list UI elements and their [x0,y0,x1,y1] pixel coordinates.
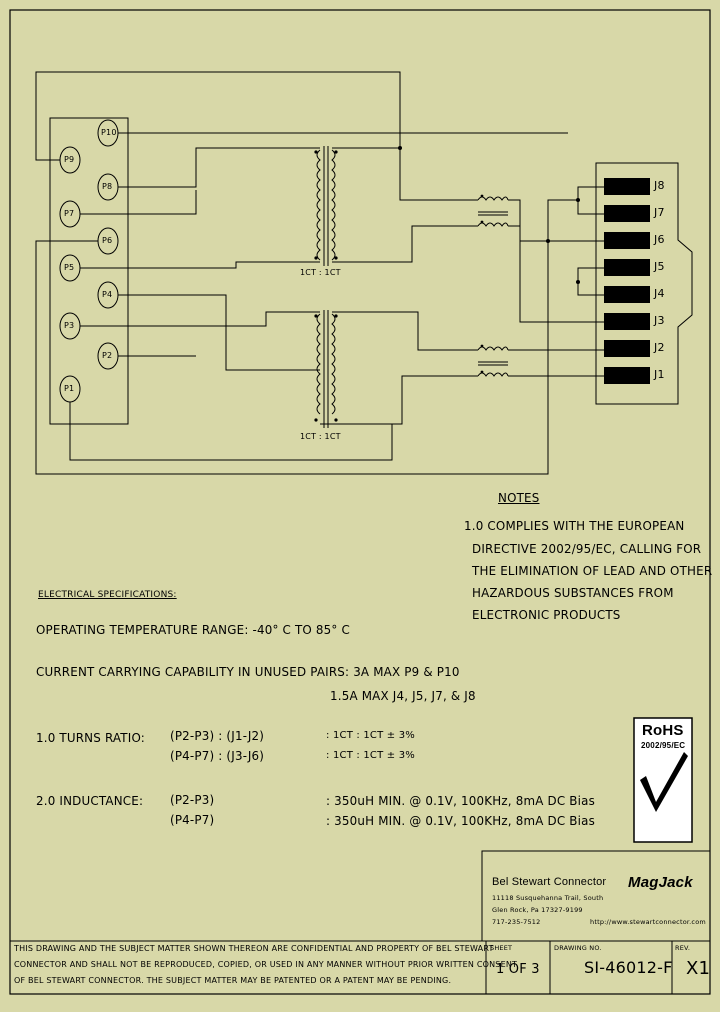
junction-dots [314,146,580,422]
jack-label: J4 [654,287,665,300]
operating-temp: OPERATING TEMPERATURE RANGE: -40° C TO 8… [36,622,351,637]
turns-pair: (P2-P3) : (J1-J2) [170,728,265,743]
inductance-pair: (P4-P7) [170,812,215,827]
common-mode-chokes [477,196,509,377]
drawing-number-label: DRAWING NO. [554,944,602,952]
notes-line: THE ELIMINATION OF LEAD AND OTHER [472,563,713,578]
brand-logo: MagJack [628,874,693,891]
rohs-title: RoHS [642,722,684,739]
pin-label: P10 [101,128,117,137]
drawing-border [9,9,711,995]
confidential-notice: OF BEL STEWART CONNECTOR. THE SUBJECT MA… [14,976,452,985]
contact-j1 [604,367,650,384]
left-connector-body [49,117,129,425]
contact-j2 [604,340,650,357]
wiring [35,71,604,475]
sheet-label: SHEET [490,944,513,952]
pin-label: P6 [102,236,113,245]
turns-ratio-label: 1.0 TURNS RATIO: [36,730,145,745]
notes-title: NOTES [498,490,540,505]
confidential-notice: CONNECTOR AND SHALL NOT BE REPRODUCED, C… [14,960,518,969]
pin-label: P4 [102,290,113,299]
rohs-checkmark [640,752,688,812]
transformer-lower [316,310,336,428]
transformer-ratio-label: 1CT : 1CT [300,268,341,277]
contact-j3 [604,313,650,330]
notes-line: 1.0 COMPLIES WITH THE EUROPEAN [464,518,685,533]
pin-label: P3 [64,321,75,330]
pin-label: P1 [64,384,75,393]
contact-j4 [604,286,650,303]
jack-label: J3 [654,314,665,327]
transformer-upper [316,146,336,266]
contact-j5 [604,259,650,276]
current-capability: CURRENT CARRYING CAPABILITY IN UNUSED PA… [36,664,460,679]
jack-label: J7 [654,206,665,219]
contact-j6 [604,232,650,249]
turns-value: : 1CT : 1CT ± 3% [326,730,415,741]
rohs-directive: 2002/95/EC [641,741,686,750]
title-block-frame [10,850,711,994]
pin-label: P8 [102,182,113,191]
notes-line: DIRECTIVE 2002/95/EC, CALLING FOR [472,541,702,556]
pin-label: P2 [102,351,113,360]
contact-j8 [604,178,650,195]
rj45-contacts [604,178,650,384]
contact-j7 [604,205,650,222]
jack-label: J8 [654,179,665,192]
company-name: Bel Stewart Connector [492,876,607,888]
pin-circles [59,119,119,403]
pin-label: P5 [64,263,75,272]
inductance-value: : 350uH MIN. @ 0.1V, 100KHz, 8mA DC Bias [326,813,595,828]
company-address: Glen Rock, Pa 17327-9199 [492,906,583,914]
confidential-notice: THIS DRAWING AND THE SUBJECT MATTER SHOW… [14,944,494,953]
turns-pair: (P4-P7) : (J3-J6) [170,748,265,763]
jack-label: J1 [654,368,665,381]
transformer-ratio-label: 1CT : 1CT [300,432,341,441]
pin-label: P7 [64,209,75,218]
current-capability-2: 1.5A MAX J4, J5, J7, & J8 [330,688,476,703]
sheet-value: 1 OF 3 [496,962,540,977]
revision-value: X1 [686,958,711,979]
notes-line: HAZARDOUS SUBSTANCES FROM [472,585,674,600]
jack-label: J2 [654,341,665,354]
inductance-pair: (P2-P3) [170,792,215,807]
company-address: 11118 Susquehanna Trail, South [492,894,604,902]
drawing-number: SI-46012-F [584,958,673,977]
company-phone: 717-235-7512 [492,918,541,926]
jack-label: J6 [654,233,665,246]
pin-label: P9 [64,155,75,164]
notes-line: ELECTRONIC PRODUCTS [472,607,621,622]
turns-value: : 1CT : 1CT ± 3% [326,750,415,761]
rj45-body [595,162,693,405]
inductance-label: 2.0 INDUCTANCE: [36,793,144,808]
specs-heading: ELECTRICAL SPECIFICATIONS: [38,590,177,600]
revision-label: REV. [675,944,691,952]
company-url[interactable]: http://www.stewartconnector.com [590,918,706,926]
inductance-value: : 350uH MIN. @ 0.1V, 100KHz, 8mA DC Bias [326,793,595,808]
jack-label: J5 [654,260,665,273]
